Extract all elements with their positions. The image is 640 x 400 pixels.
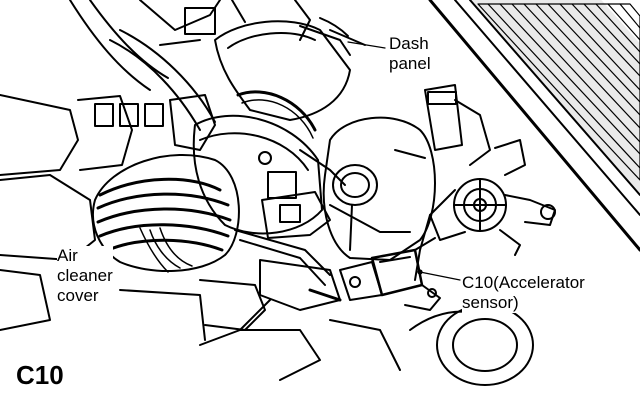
- accelerator-sensor: [339, 237, 441, 311]
- air-intake-bellows: [92, 153, 240, 273]
- label-dash-panel-line-1: Dash: [389, 34, 429, 53]
- leader-c10-sensor: [419, 271, 461, 281]
- lower-left-components: [0, 269, 401, 381]
- label-c10-sensor-line-1: C10(Accelerator: [462, 273, 585, 292]
- intake-tube: [192, 114, 346, 235]
- upper-air-duct: [214, 17, 366, 121]
- label-air-cleaner-line-1: Air: [57, 246, 78, 265]
- hose-clamp-upper: [236, 90, 317, 139]
- windshield-grille: [477, 3, 640, 181]
- label-dash-panel: Dash panel: [389, 34, 431, 74]
- wiper-motor: [414, 84, 556, 281]
- brake-reservoir: [322, 116, 436, 261]
- label-dash-panel-line-2: panel: [389, 54, 431, 73]
- label-c10-sensor-line-2: sensor): [462, 293, 519, 312]
- label-air-cleaner-cover: Air cleaner cover: [57, 246, 113, 306]
- leader-dash-panel: [347, 41, 386, 49]
- lower-pulley: [409, 304, 534, 386]
- left-hoses: [0, 0, 311, 261]
- leader-c10-dot: [417, 269, 423, 275]
- label-c10-accelerator-sensor: C10(Accelerator sensor): [462, 273, 585, 313]
- hood-edge: [428, 0, 640, 252]
- label-air-cleaner-line-2: cleaner: [57, 266, 113, 285]
- label-air-cleaner-line-3: cover: [57, 286, 99, 305]
- figure-id: C10: [16, 360, 64, 390]
